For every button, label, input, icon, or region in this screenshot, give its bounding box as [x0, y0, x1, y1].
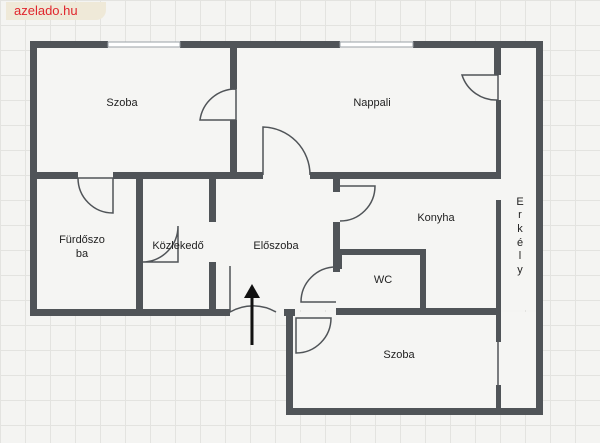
- room-label-furdoszoba-1: Fürdőszo: [59, 234, 105, 246]
- walls: [30, 41, 543, 415]
- room-label-konyha: Konyha: [417, 212, 455, 224]
- door-szoba-2: [295, 317, 332, 354]
- door-szoba: [199, 88, 237, 121]
- door-nappali: [262, 126, 311, 176]
- room-label-erkely: E r k é l y: [516, 196, 523, 276]
- room-label-eloszoba: Előszoba: [253, 240, 299, 252]
- door-entrance: [229, 266, 277, 314]
- site-watermark: azelado.hu: [6, 2, 106, 20]
- erkely-letter: E: [516, 196, 523, 208]
- door-balcony: [460, 74, 499, 101]
- room-label-szoba-2: Szoba: [383, 349, 415, 361]
- door-konyha: [339, 185, 376, 222]
- door-furdoszoba: [77, 177, 114, 214]
- arrow-up-icon: [244, 284, 260, 345]
- room-label-szoba: Szoba: [106, 97, 138, 109]
- erkely-letter: k: [517, 223, 523, 235]
- door-kozlekedo: [142, 225, 179, 263]
- room-label-wc: WC: [374, 274, 392, 286]
- windows: [107, 41, 414, 48]
- erkely-letter: l: [519, 250, 521, 262]
- erkely-letter: y: [517, 264, 523, 276]
- room-label-nappali: Nappali: [353, 97, 390, 109]
- doors: [77, 62, 499, 385]
- erkely-letter: r: [518, 209, 522, 221]
- erkely-letter: é: [517, 237, 523, 249]
- room-label-furdoszoba-2: ba: [76, 248, 89, 260]
- door-wc: [300, 266, 337, 303]
- room-label-kozlekedo: Közlekedő: [152, 240, 203, 252]
